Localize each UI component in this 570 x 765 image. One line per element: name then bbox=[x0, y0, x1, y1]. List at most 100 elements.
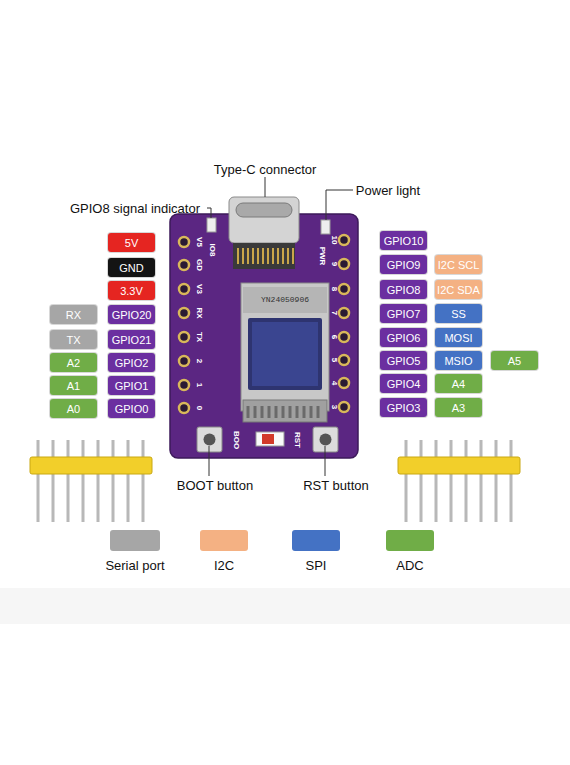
pin-tag: MOSI bbox=[435, 328, 482, 347]
pin-hole bbox=[339, 332, 349, 342]
pin-tag: A5 bbox=[491, 351, 538, 370]
pin-label-text: SS bbox=[451, 308, 466, 320]
pin-label-text: A1 bbox=[67, 380, 80, 392]
silkscreen-label: RX bbox=[195, 307, 203, 318]
pin-label-text: GPIO10 bbox=[384, 235, 424, 247]
leader-lines bbox=[207, 177, 353, 476]
silkscreen-label: 1 bbox=[195, 383, 203, 387]
silkscreen-label: 4 bbox=[330, 381, 338, 385]
pin-label-text: GPIO2 bbox=[115, 357, 149, 369]
legend-swatch bbox=[110, 530, 160, 551]
pin-hole bbox=[179, 356, 189, 366]
pin-label-text: GPIO8 bbox=[387, 284, 421, 296]
silkscreen-label: V5 bbox=[195, 237, 203, 247]
legend-swatch bbox=[200, 530, 248, 551]
silkscreen-label: IO8 bbox=[208, 244, 216, 257]
usb-c-shell bbox=[229, 197, 299, 243]
pin-label-text: GPIO4 bbox=[387, 378, 421, 390]
silkscreen-label: 6 bbox=[330, 335, 338, 339]
pin-label-text: GND bbox=[119, 262, 143, 274]
silkscreen-label: V3 bbox=[195, 284, 203, 294]
callout-label: RST button bbox=[303, 479, 369, 492]
callout-label: BOOT button bbox=[177, 479, 253, 492]
pin-hole bbox=[179, 260, 189, 270]
usb-c-pads bbox=[238, 248, 293, 264]
usb-c-base bbox=[233, 243, 295, 269]
pin-tag: A4 bbox=[435, 374, 482, 393]
header-spacer bbox=[30, 457, 152, 474]
pin-label-text: 5V bbox=[125, 237, 138, 249]
pin-tag: 3.3V bbox=[108, 281, 155, 300]
slide-switch bbox=[256, 432, 284, 446]
silkscreen-label: BOO bbox=[232, 431, 240, 449]
pin-tag: GPIO1 bbox=[108, 376, 155, 395]
pin-label-text: GPIO9 bbox=[387, 259, 421, 271]
pin-tag: GPIO9 bbox=[380, 255, 427, 274]
callout-label: Power light bbox=[356, 184, 420, 197]
pin-tag: GPIO0 bbox=[108, 399, 155, 418]
pin-label-text: GPIO21 bbox=[112, 334, 152, 346]
header-spacer bbox=[398, 457, 520, 474]
pin-tag: I2C SCL bbox=[435, 255, 482, 274]
pin-hole bbox=[179, 308, 189, 318]
pin-label-text: GPIO7 bbox=[387, 308, 421, 320]
pin-tag: GPIO2 bbox=[108, 353, 155, 372]
silkscreen-label: 0 bbox=[195, 406, 203, 410]
leader-line bbox=[207, 208, 211, 218]
pin-tag: A2 bbox=[50, 353, 97, 372]
pin-hole bbox=[339, 378, 349, 388]
leader-line bbox=[326, 190, 353, 220]
pin-label-text: GPIO20 bbox=[112, 309, 152, 321]
slide-switch-knob bbox=[262, 434, 274, 444]
silkscreen-label: GD bbox=[195, 259, 203, 271]
oled-flex-teeth bbox=[248, 406, 318, 418]
pin-tag: GPIO6 bbox=[380, 328, 427, 347]
pin-label-text: GPIO3 bbox=[387, 402, 421, 414]
part-marking: YN24050906 bbox=[261, 296, 309, 304]
oled-top-strip bbox=[243, 287, 327, 313]
silkscreen-label: RST bbox=[293, 432, 301, 448]
pin-tag: GPIO8 bbox=[380, 280, 427, 299]
pin-hole bbox=[339, 259, 349, 269]
pin-hole bbox=[339, 355, 349, 365]
silkscreen-label: 3 bbox=[330, 405, 338, 409]
pin-label-text: MSIO bbox=[444, 355, 472, 367]
pin-label-text: TX bbox=[66, 334, 80, 346]
pin-hole bbox=[179, 284, 189, 294]
pin-label-text: GPIO1 bbox=[115, 380, 149, 392]
gpio8-led bbox=[207, 218, 216, 232]
legend-label: SPI bbox=[306, 558, 327, 573]
pin-tag: GPIO4 bbox=[380, 374, 427, 393]
leader-line bbox=[209, 446, 210, 476]
legend-label: I2C bbox=[214, 558, 234, 573]
pin-tag: RX bbox=[50, 305, 97, 324]
pin-label-text: GPIO0 bbox=[115, 403, 149, 415]
pin-label-text: GPIO5 bbox=[387, 355, 421, 367]
pin-hole bbox=[179, 237, 189, 247]
legend-swatch bbox=[386, 530, 434, 551]
silkscreen-label: 2 bbox=[195, 359, 203, 363]
pin-tag: TX bbox=[50, 330, 97, 349]
header-pins bbox=[406, 440, 511, 522]
pin-tag: GPIO5 bbox=[380, 351, 427, 370]
pin-hole bbox=[179, 380, 189, 390]
silkscreen-label: TX bbox=[195, 332, 203, 342]
pin-tag: GND bbox=[108, 258, 155, 277]
header-pins bbox=[38, 440, 143, 522]
callout-label: GPIO8 signal indicator bbox=[70, 202, 200, 215]
oled-frame bbox=[241, 283, 329, 411]
pin-tag: GPIO20 bbox=[108, 305, 155, 324]
pin-tag: MSIO bbox=[435, 351, 482, 370]
pin-label-text: GPIO6 bbox=[387, 332, 421, 344]
rst-button-cap bbox=[320, 434, 332, 446]
pin-label-text: A3 bbox=[452, 402, 465, 414]
silkscreen-label: 7 bbox=[330, 311, 338, 315]
pin-label-text: A2 bbox=[67, 357, 80, 369]
leader-line bbox=[325, 446, 326, 476]
pin-tag: 5V bbox=[108, 233, 155, 252]
oled-flex bbox=[243, 400, 327, 422]
pin-tag: I2C SDA bbox=[435, 280, 482, 299]
silkscreen-label: 9 bbox=[330, 262, 338, 266]
boot-button-cap bbox=[204, 434, 216, 446]
